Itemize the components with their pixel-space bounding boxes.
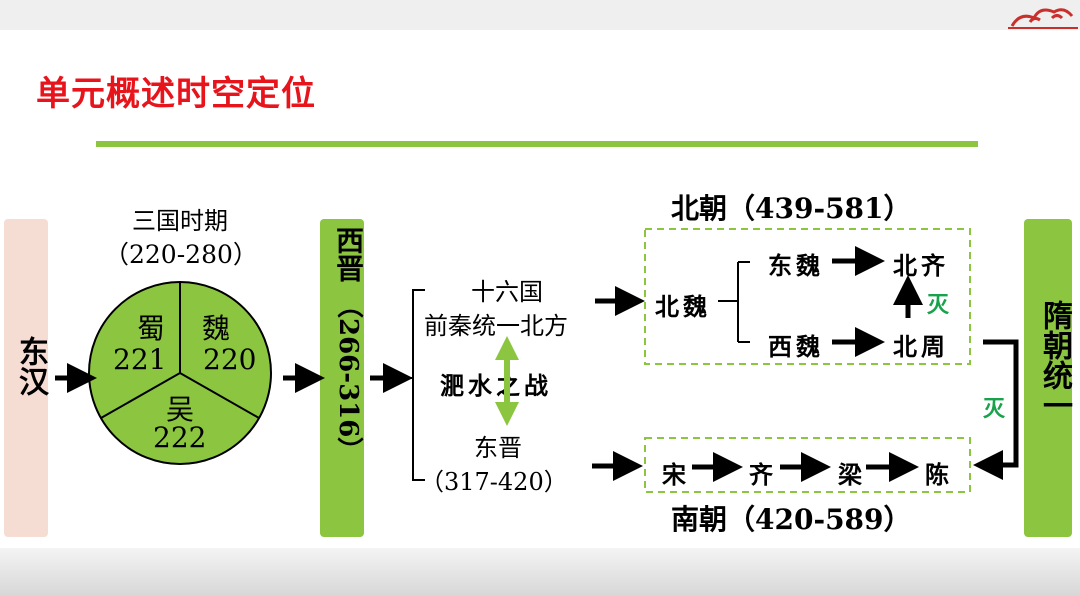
shiliuguo-label: 十六国 bbox=[471, 278, 543, 306]
sui-label: 隋朝统一 bbox=[1037, 300, 1072, 420]
qianqin-label: 前秦统一北方 bbox=[424, 312, 568, 340]
xijin-years: （266-316） bbox=[333, 292, 363, 464]
liang-label: 梁 bbox=[838, 460, 862, 489]
dongwei-label: 东魏 bbox=[768, 251, 824, 280]
beichao-heading: 北朝（439-581） bbox=[671, 192, 912, 225]
landscape-band bbox=[0, 548, 1080, 596]
dongjin-years: （317-420） bbox=[420, 468, 568, 496]
wu-year: 222 bbox=[153, 421, 207, 454]
wei-year: 220 bbox=[203, 343, 257, 376]
qi-label: 齐 bbox=[749, 460, 773, 489]
shu-year: 221 bbox=[113, 343, 167, 376]
donghan-pillar bbox=[4, 219, 48, 537]
top-band bbox=[0, 0, 1080, 30]
xijin-name: 西晋 bbox=[332, 226, 365, 282]
title-underline bbox=[96, 141, 978, 147]
xiwei-label: 西魏 bbox=[768, 332, 824, 361]
mie-label-north: 灭 bbox=[927, 292, 950, 318]
three-kingdoms-years: （220-280） bbox=[104, 240, 258, 269]
nanchao-heading: 南朝（420-589） bbox=[671, 503, 912, 536]
chen-label: 陈 bbox=[925, 460, 949, 489]
shu-name: 蜀 bbox=[137, 312, 166, 345]
song-label: 宋 bbox=[662, 460, 686, 489]
nanchao-box bbox=[644, 437, 971, 493]
feishui-label: 淝水之战 bbox=[440, 371, 552, 400]
mie-label-south: 灭 bbox=[983, 396, 1006, 422]
beizhou-label: 北周 bbox=[893, 332, 949, 361]
xijin-pillar bbox=[320, 219, 364, 537]
wei-name: 魏 bbox=[202, 312, 231, 345]
beichao-box bbox=[644, 228, 971, 365]
dongjin-name: 东晋 bbox=[474, 434, 522, 462]
beiwei-label: 北魏 bbox=[655, 292, 711, 321]
three-kingdoms-heading: 三国时期 bbox=[132, 207, 228, 235]
page-title: 单元概述时空定位 bbox=[36, 74, 316, 114]
wu-name: 吴 bbox=[166, 393, 195, 426]
sui-pillar bbox=[1024, 219, 1072, 537]
donghan-label: 东汉 bbox=[13, 336, 48, 396]
